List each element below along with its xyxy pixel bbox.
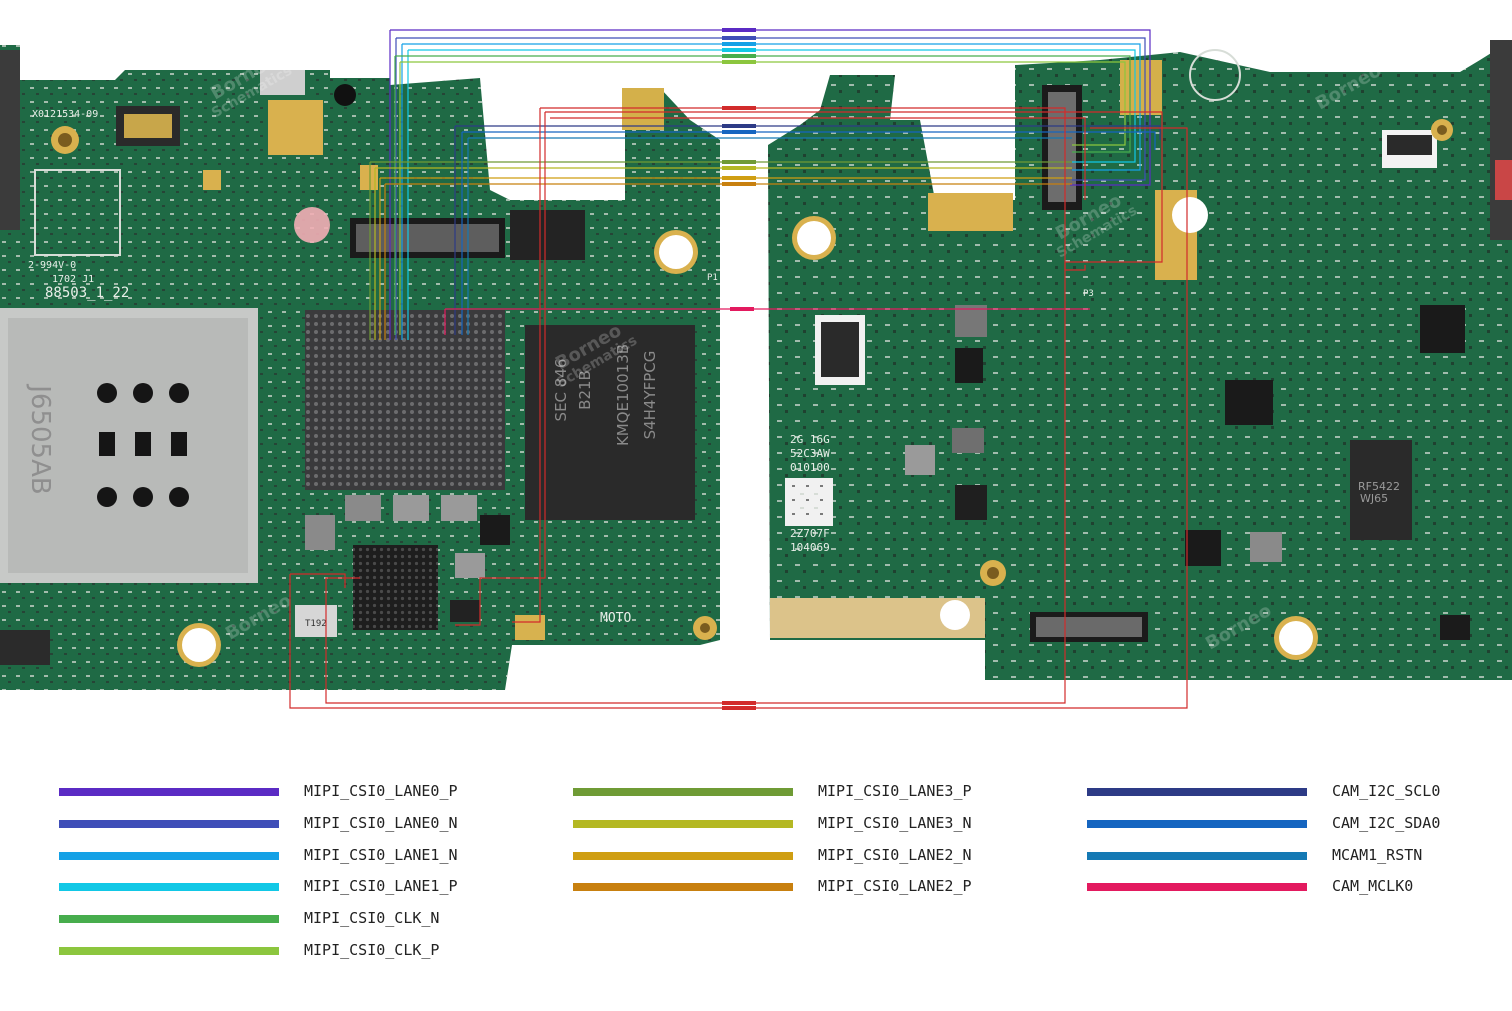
trace-power-3	[550, 117, 1086, 200]
trace-power-8	[1064, 262, 1086, 271]
legend-label: MIPI_CSI0_CLK_N	[304, 909, 440, 927]
legend-swatch	[1087, 820, 1307, 828]
rf-chip	[1350, 440, 1412, 540]
trace-lane1-n	[401, 43, 1141, 340]
trace-lane0-n	[395, 37, 1146, 340]
legend-swatch	[59, 820, 279, 828]
legend-swatch	[59, 852, 279, 860]
legend-swatch	[573, 883, 793, 891]
motor-label: MOTO	[600, 611, 631, 626]
crystal-label: T192	[305, 619, 327, 629]
left-board	[0, 45, 720, 690]
trace-power-4	[512, 108, 541, 623]
pin-label-p1: P1	[707, 273, 718, 283]
legend-label: MIPI_CSI0_LANE2_N	[818, 846, 972, 864]
trace-i2c-scl	[454, 125, 1161, 335]
legend-label: CAM_I2C_SCL0	[1332, 782, 1441, 800]
right-silk-2: 52C3AW	[790, 447, 830, 460]
trace-labels	[722, 28, 756, 710]
legend-swatch	[59, 788, 279, 796]
legend-swatch	[1087, 883, 1307, 891]
legend-swatch	[59, 947, 279, 955]
trace-i2c-sda	[461, 131, 1156, 335]
legend-label: CAM_I2C_SDA0	[1332, 814, 1441, 832]
trace-power-1	[325, 107, 1066, 704]
right-silk-1: 2G 16G	[790, 433, 830, 446]
pcb-diagram: X0121534-09 2-994V-0 1702 J1 88503_1_22 …	[0, 28, 1512, 710]
trace-clk-n	[394, 55, 1131, 335]
legend-label: MIPI_CSI0_LANE1_P	[304, 877, 458, 895]
silk-text-4: 88503_1_22	[45, 285, 129, 301]
trace-power-5	[289, 127, 1188, 709]
silk-text-2: 2-994V-0	[28, 260, 76, 271]
trace-clk-p	[399, 61, 1126, 335]
legend-label: MIPI_CSI0_CLK_P	[304, 941, 440, 959]
silk-text-3: 1702 J1	[52, 274, 94, 285]
legend-label: CAM_MCLK0	[1332, 877, 1414, 895]
trace-power-6	[455, 112, 546, 626]
legend-swatch	[1087, 852, 1307, 860]
trace-power-2	[545, 111, 1163, 263]
gold-pad	[268, 100, 323, 155]
trace-power-7	[290, 573, 346, 588]
legend-swatch	[59, 915, 279, 923]
right-silk-3: 010100	[790, 461, 830, 474]
cpu-bga	[305, 310, 505, 490]
rf-chip-line1: RF5422	[1358, 480, 1400, 493]
right-silk-5: 104069	[790, 541, 830, 554]
right-board	[768, 40, 1512, 680]
trace-lane0-p	[389, 29, 1151, 340]
silk-text-1: X0121534-09	[32, 109, 98, 120]
legend-swatch	[573, 820, 793, 828]
legend-label: MIPI_CSI0_LANE0_N	[304, 814, 458, 832]
trace-lane3-p	[369, 161, 1072, 340]
legend-label: MCAM1_RSTN	[1332, 846, 1423, 864]
legend-label: MIPI_CSI0_LANE3_N	[818, 814, 972, 832]
memory-chip-line2: B21B	[576, 370, 594, 410]
trace-lane1-p	[407, 49, 1136, 340]
memory-chip-line4: S4H4YFPCG	[641, 351, 659, 440]
legend-label: MIPI_CSI0_LANE0_P	[304, 782, 458, 800]
legend-swatch	[573, 788, 793, 796]
legend-label: MIPI_CSI0_LANE2_P	[818, 877, 972, 895]
legend-swatch	[1087, 788, 1307, 796]
legend-label: MIPI_CSI0_LANE1_N	[304, 846, 458, 864]
pmic-bga	[353, 545, 438, 630]
signal-traces	[289, 29, 1188, 709]
memory-chip	[525, 325, 695, 520]
pin-label-p3: P3	[1083, 289, 1094, 299]
legend-label: MIPI_CSI0_LANE3_P	[818, 782, 972, 800]
signal-legend: MIPI_CSI0_LANE0_P MIPI_CSI0_LANE0_N MIPI…	[0, 770, 1512, 990]
memory-chip-line1: SEC 846	[552, 359, 570, 422]
trace-mclk	[444, 308, 1090, 335]
rf-chip-line2: WJ65	[1360, 492, 1388, 505]
crystal	[295, 605, 337, 637]
legend-swatch	[59, 883, 279, 891]
trace-rstn	[467, 137, 1072, 335]
right-silk-4: 2Z707F	[790, 527, 830, 540]
legend-swatch	[573, 852, 793, 860]
memory-chip-line3: KMQE10013B	[614, 344, 632, 446]
sim-tray-label: J6505AB	[25, 383, 55, 494]
